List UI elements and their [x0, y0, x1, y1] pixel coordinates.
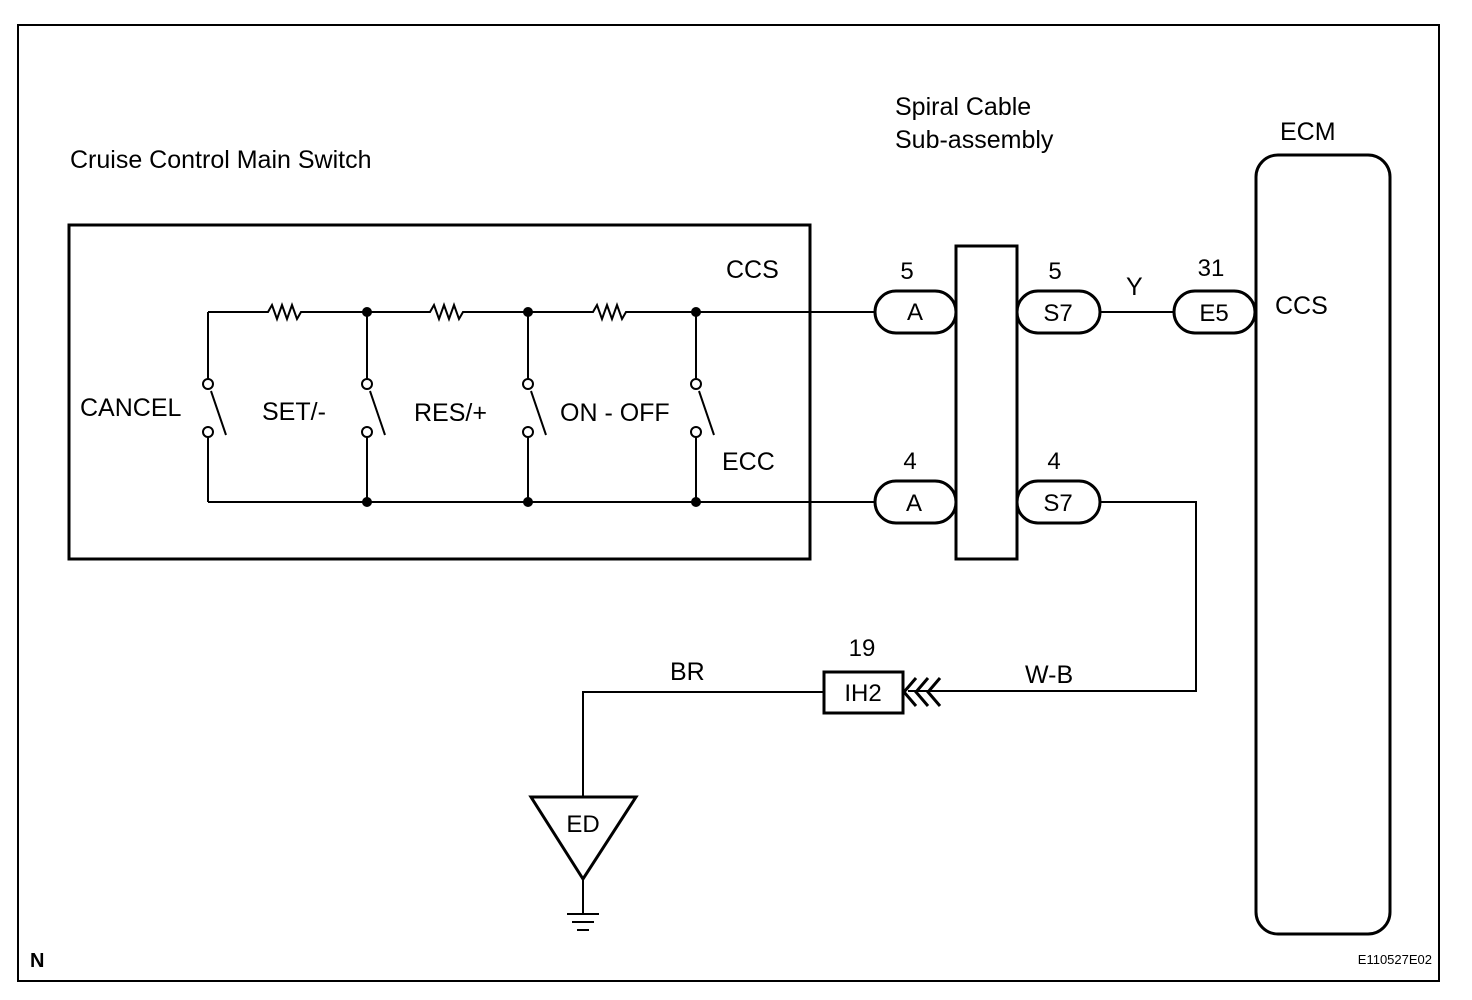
svg-text:IH2: IH2 — [844, 680, 881, 707]
main-switch-ecc-label: ECC — [722, 448, 775, 476]
connector-s7-pin5: S7 5 — [1015, 258, 1102, 335]
main-switch-ccs-label: CCS — [726, 256, 779, 284]
svg-text:5: 5 — [1048, 258, 1061, 285]
switch-on-off-label: ON - OFF — [560, 399, 670, 427]
ecm-title: ECM — [1280, 118, 1336, 146]
main-switch-title: Cruise Control Main Switch — [70, 146, 372, 174]
spiral-cable-title-line1: Spiral Cable — [895, 93, 1031, 121]
connector-a-pin5: A 5 — [873, 258, 958, 335]
svg-text:S7: S7 — [1043, 490, 1072, 517]
ecm-ccs-label: CCS — [1275, 292, 1328, 320]
diagram-frame — [17, 24, 1440, 982]
ground-icon — [567, 879, 599, 931]
svg-text:4: 4 — [903, 448, 916, 475]
switch-cancel-label: CANCEL — [80, 394, 182, 422]
svg-text:ED: ED — [566, 811, 599, 838]
wire-wb — [908, 501, 1197, 692]
ecm-box — [1254, 153, 1392, 936]
switch-res — [522, 312, 547, 502]
wire-br-label: BR — [670, 658, 705, 686]
spiral-cable-box — [954, 244, 1019, 561]
wire-wb-label: W-B — [1025, 661, 1073, 689]
switch-cancel — [202, 312, 227, 502]
connector-s7-pin4: S7 4 — [1015, 448, 1102, 525]
figure-id: E110527E02 — [1358, 952, 1432, 967]
svg-text:4: 4 — [1047, 448, 1060, 475]
switch-res-label: RES/+ — [414, 399, 487, 427]
svg-text:A: A — [906, 490, 922, 517]
switch-set — [361, 312, 386, 502]
wire-y-label: Y — [1126, 273, 1143, 301]
svg-text:31: 31 — [1198, 255, 1225, 282]
connector-ih2: IH2 19 — [822, 635, 942, 715]
svg-text:19: 19 — [849, 635, 876, 662]
spiral-cable-title-line2: Sub-assembly — [895, 126, 1054, 154]
svg-text:5: 5 — [900, 258, 913, 285]
svg-text:E5: E5 — [1199, 300, 1228, 327]
connector-e5: E5 31 — [1172, 255, 1257, 335]
switch-set-label: SET/- — [262, 398, 326, 426]
corner-mark: N — [30, 950, 44, 972]
svg-text:S7: S7 — [1043, 300, 1072, 327]
top-rail — [208, 302, 875, 322]
wire-br — [582, 691, 824, 797]
ground-point-ed: ED — [528, 795, 639, 882]
connector-a-pin4: A 4 — [873, 448, 958, 525]
svg-text:A: A — [907, 299, 923, 326]
switch-on-off — [690, 312, 715, 502]
main-switch-box — [67, 223, 812, 561]
